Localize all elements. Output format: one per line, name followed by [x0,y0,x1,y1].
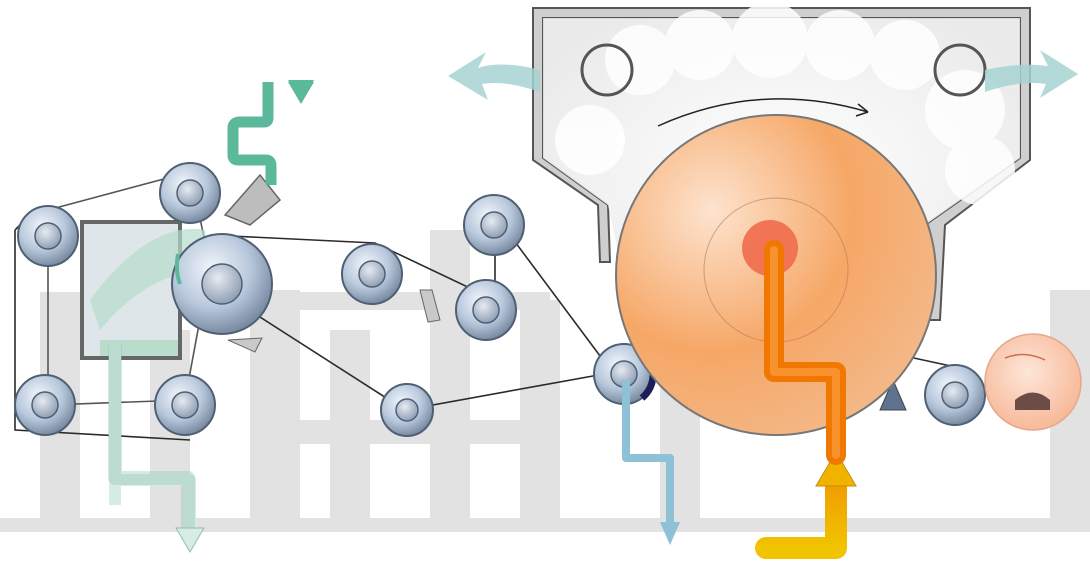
return-roll [381,384,433,436]
press-roll-top [464,195,524,255]
bottom-right-roll [155,375,215,435]
couch-roll [172,234,272,334]
reel [985,334,1081,430]
tension-roll [456,280,516,340]
press-roll-upper [342,244,402,304]
breast-roll [18,206,78,266]
stock-inlet-arrow [288,82,314,104]
top-roll [160,163,220,223]
vapor-exhaust-left-arrow [448,52,540,100]
bottom-left-roll [15,375,75,435]
calender-roll [925,365,985,425]
steam-supply-flow [766,452,856,548]
